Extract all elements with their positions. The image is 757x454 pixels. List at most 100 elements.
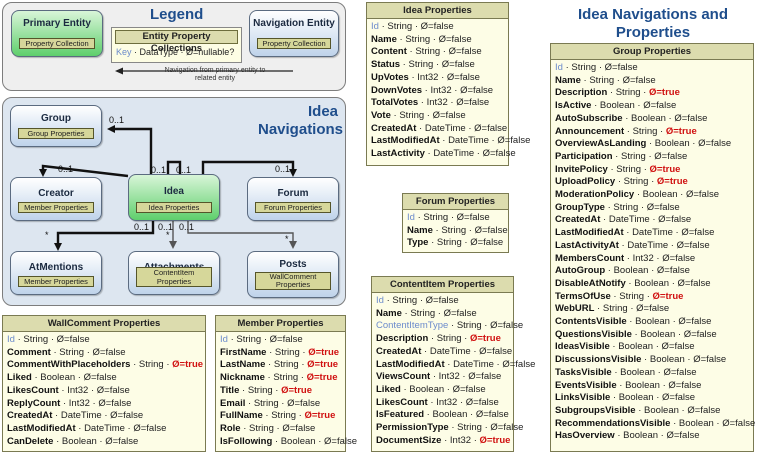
separator: ·	[440, 46, 449, 58]
table-row: LastActivity · DateTime · Ø=false	[371, 148, 516, 161]
separator: ·	[614, 430, 624, 442]
separator: ·	[465, 122, 475, 134]
property-nullable: Ø=false	[460, 84, 494, 96]
table-row: LastModifiedAt · DateTime · Ø=false	[371, 135, 530, 148]
table-row: Comment · String · Ø=false	[7, 347, 201, 360]
property-name: Type	[407, 237, 429, 249]
table-row: CreatedAt · DateTime · Ø=false	[555, 214, 749, 227]
separator: ·	[430, 33, 439, 45]
table-row: Id · String · Ø=false	[555, 62, 749, 75]
separator: ·	[428, 237, 437, 249]
property-nullable: Ø=false	[282, 422, 316, 434]
property-nullable: Ø=false	[678, 316, 712, 328]
property-name: Announcement	[555, 125, 625, 137]
table-row: TotalVotes · Int32 · Ø=false	[371, 97, 504, 110]
separator: ·	[616, 379, 626, 391]
property-name: LikesCount	[7, 384, 59, 396]
property-nullable: Ø=false	[324, 435, 358, 447]
property-nullable: Ø=false	[452, 383, 486, 395]
property-nullable: Ø=false	[497, 135, 531, 147]
separator: ·	[430, 371, 439, 383]
property-nullable: Ø=true	[652, 290, 684, 302]
table-row: QuestionsVisible · Boolean · Ø=false	[555, 329, 749, 342]
separator: ·	[615, 176, 624, 188]
table-wallcomment-properties: WallComment Properties Id · String · Ø=f…	[2, 315, 206, 452]
property-nullable: Ø=true	[307, 359, 339, 371]
separator: ·	[627, 303, 637, 315]
separator: ·	[451, 84, 461, 96]
table-row: UpVotes · Int32 · Ø=false	[371, 72, 504, 85]
table-row: SubgroupsVisible · Boolean · Ø=false	[555, 405, 749, 418]
separator: ·	[646, 138, 655, 150]
property-name: LikesCount	[376, 396, 428, 408]
property-type: Boolean	[634, 277, 670, 289]
separator: ·	[596, 62, 605, 73]
property-type: Int32	[68, 397, 90, 409]
property-nullable: Ø=false	[269, 334, 303, 345]
separator: ·	[675, 328, 684, 340]
table-row: Name · String · Ø=false	[376, 308, 509, 321]
separator: ·	[130, 359, 139, 371]
property-name: FullName	[220, 410, 263, 422]
property-name: UpVotes	[371, 71, 409, 83]
entity-idea-name: Idea	[163, 186, 184, 197]
property-nullable: Ø=false	[482, 148, 516, 160]
navigations-panel: Idea Navigations 0..1 0..1 0..1 0	[2, 97, 346, 306]
property-nullable: Ø=false	[92, 346, 126, 358]
navigations-title: Idea Navigations	[258, 103, 344, 138]
property-nullable: Ø=false	[96, 384, 130, 396]
separator: ·	[657, 125, 666, 137]
property-name: ContentItemType	[376, 320, 449, 332]
property-type: String	[632, 125, 658, 137]
property-type: Int32	[632, 252, 654, 264]
separator: ·	[641, 354, 650, 366]
entity-group-collection[interactable]: Group Properties	[18, 128, 94, 139]
property-type: DateTime	[632, 227, 673, 239]
entity-forum-collection[interactable]: Forum Properties	[255, 202, 331, 213]
table-row: EventsVisible · Boolean · Ø=false	[555, 380, 749, 393]
entity-posts-collection[interactable]: WallComment Properties	[255, 272, 331, 290]
property-type: DateTime	[608, 214, 650, 226]
property-type: Boolean	[649, 354, 685, 366]
property-nullable: Ø=false	[643, 100, 677, 112]
property-type: Boolean	[618, 392, 654, 404]
separator: ·	[400, 383, 410, 395]
property-type: String	[589, 74, 615, 86]
separator: ·	[580, 74, 590, 86]
property-name: AutoGroup	[555, 265, 606, 277]
property-nullable: Ø=false	[110, 410, 144, 422]
mult-idea-creator: 0..1	[151, 165, 167, 175]
separator: ·	[689, 138, 699, 150]
separator: ·	[448, 320, 457, 332]
legend-navigation-note: Navigation from primary entity to relate…	[164, 67, 266, 82]
property-type: Boolean	[40, 372, 76, 384]
property-type: Boolean	[613, 265, 649, 277]
table-row: DisableAtNotify · Boolean · Ø=false	[555, 278, 749, 291]
separator: ·	[412, 21, 421, 32]
property-nullable: Ø=false	[287, 397, 321, 409]
separator: ·	[610, 392, 619, 404]
entity-idea: Idea Idea Properties	[128, 174, 220, 221]
mult-attachments-end: *	[166, 230, 170, 240]
table-row: Participation · String · Ø=false	[555, 151, 749, 164]
property-name: Description	[555, 87, 608, 99]
entity-attachments-collection[interactable]: ContentItem Properties	[136, 267, 212, 287]
property-name: CreatedAt	[7, 410, 53, 422]
mult-creator-end: 0..1	[58, 164, 74, 174]
entity-atmentions-collection[interactable]: Member Properties	[18, 276, 94, 287]
entity-creator-collection[interactable]: Member Properties	[18, 202, 94, 213]
table-row: Role · String · Ø=false	[220, 423, 341, 436]
property-name: FirstName	[220, 346, 267, 358]
page-title: Idea Navigations and Properties	[577, 6, 729, 41]
property-name: Id	[407, 212, 415, 223]
property-nullable: Ø=false	[677, 277, 711, 289]
property-name: EventsVisible	[555, 379, 617, 391]
separator: ·	[408, 71, 418, 83]
entity-idea-collection[interactable]: Idea Properties	[136, 202, 212, 213]
property-name: Id	[7, 334, 15, 345]
table-row: LastModifiedAt · DateTime · Ø=false	[7, 423, 201, 436]
separator: ·	[645, 150, 655, 162]
separator: ·	[75, 422, 85, 434]
